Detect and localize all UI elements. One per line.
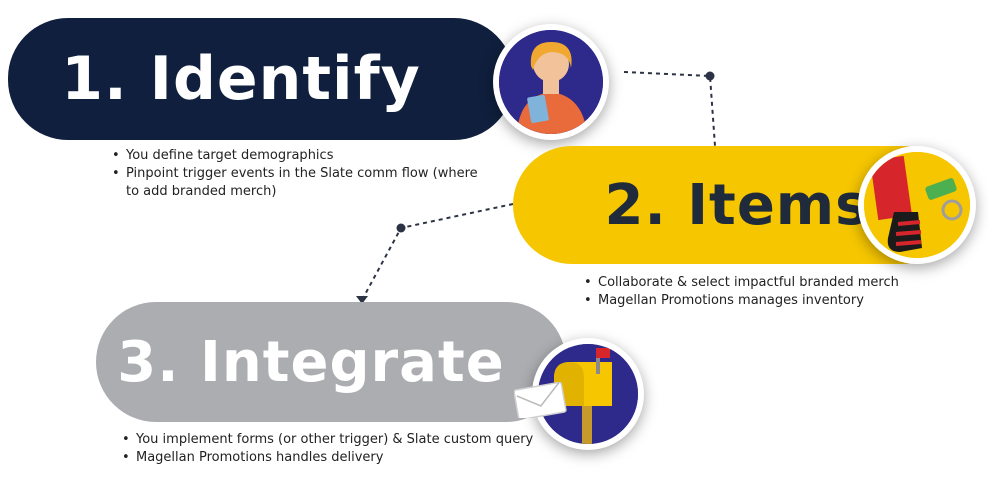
step-1-banner: 1. Identify bbox=[8, 18, 514, 140]
step-3-bullet-1: You implement forms (or other trigger) &… bbox=[122, 431, 582, 449]
step-2-illustration bbox=[858, 146, 976, 264]
step-1-bullet-2: Pinpoint trigger events in the Slate com… bbox=[112, 165, 492, 201]
step-1-bullets: You define target demographics Pinpoint … bbox=[112, 147, 492, 201]
step-1-bullet-1: You define target demographics bbox=[112, 147, 492, 165]
step-3-bullets: You implement forms (or other trigger) &… bbox=[122, 431, 582, 467]
branded-merch-icon bbox=[864, 152, 970, 258]
step-1-illustration bbox=[493, 24, 609, 140]
connector-node-1 bbox=[705, 71, 715, 81]
connector-node-2 bbox=[396, 223, 406, 233]
woman-with-tablet-icon bbox=[499, 30, 603, 134]
step-3-title: 3. Integrate bbox=[117, 329, 505, 395]
connector-1-to-2 bbox=[623, 71, 716, 147]
step-2-bullets: Collaborate & select impactful branded m… bbox=[584, 274, 964, 310]
connector-arrowhead bbox=[356, 296, 368, 304]
step-2-bullet-1: Collaborate & select impactful branded m… bbox=[584, 274, 964, 292]
step-2-title: 2. Items bbox=[604, 172, 870, 238]
step-3-bullet-2: Magellan Promotions handles delivery bbox=[122, 449, 582, 467]
step-2-bullet-2: Magellan Promotions manages inventory bbox=[584, 292, 964, 310]
envelope-icon bbox=[514, 382, 567, 418]
step-3-banner: 3. Integrate bbox=[96, 302, 566, 422]
connector-2-to-3 bbox=[361, 203, 514, 301]
step-1-title: 1. Identify bbox=[61, 44, 421, 114]
